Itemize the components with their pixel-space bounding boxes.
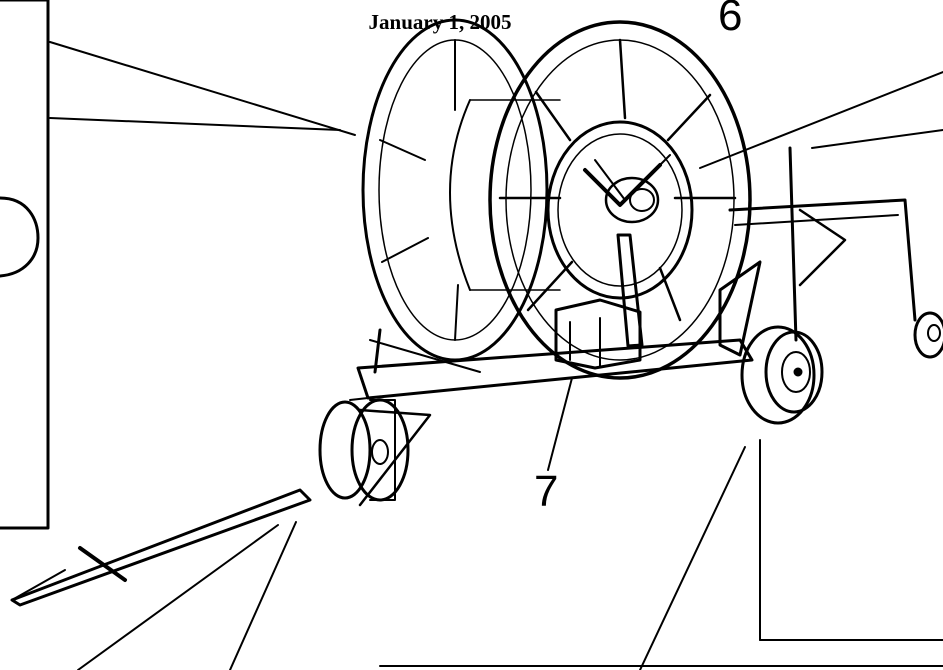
document-date: January 1, 2005 xyxy=(368,10,512,34)
main-wheel xyxy=(740,325,824,425)
jockey-wheel xyxy=(318,398,432,507)
leader-lines xyxy=(49,41,943,670)
trailer-frame xyxy=(349,146,943,401)
callout-label-reel: 6 xyxy=(718,0,743,40)
left-inset-panel xyxy=(0,0,50,530)
hose-reel xyxy=(361,18,752,380)
tow-bar xyxy=(10,488,312,607)
callout-label-chassis: 7 xyxy=(534,467,559,516)
